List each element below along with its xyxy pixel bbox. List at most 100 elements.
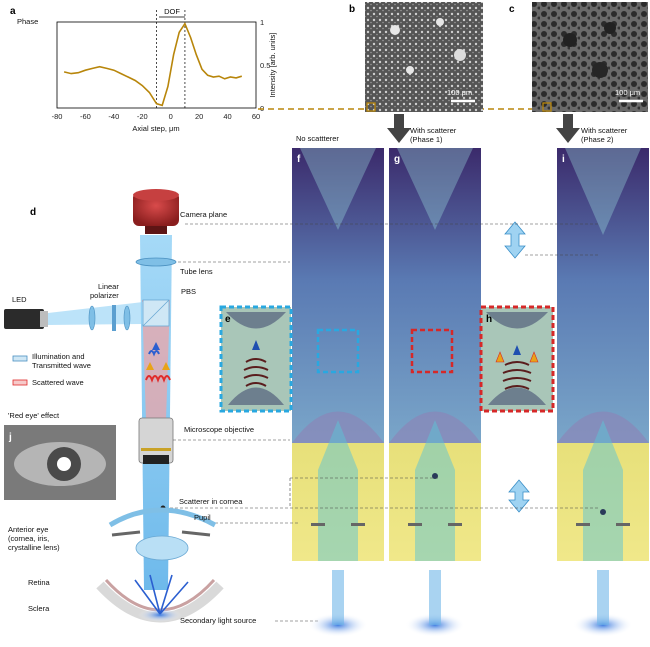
simulation-f: f [292,148,384,561]
legend-illum-1: Illumination and [32,352,85,361]
inset-h-arrow-center [513,345,521,355]
glow-beam-i [597,570,609,625]
x-tick-label: 40 [223,112,231,121]
objective-label: Microscope objective [184,425,254,434]
roi-box-c [542,102,552,112]
scatterer-dot [600,509,606,515]
x-tick-labels: -80 -60 -40 -20 0 20 40 60 [52,112,261,121]
pupil-marker [576,523,590,526]
legend-illum-2: Transmitted wave [32,361,91,370]
polarizer-label-1: Linear [98,282,119,291]
led-label: LED [12,295,27,304]
micro-droplet [406,66,414,74]
tube-lens-label: Tube lens [180,267,213,276]
panel-letter-i: i [562,154,565,165]
scatter-arrow-left [146,362,154,370]
panel-letter-c: c [509,4,515,15]
panel-letter-h: h [486,314,492,325]
objective-tip [143,455,169,464]
panel-letter-f: f [297,154,301,165]
inset-h-arrow-right [529,351,539,363]
scatterer-dot [432,473,438,479]
inset-h-bottom-lens [488,387,546,405]
panel-letter-a: a [10,6,16,17]
intensity-series-line [63,22,243,107]
panel-letter-e: e [225,314,231,325]
pupil-marker [408,523,422,526]
micro-pore [592,62,608,78]
panel-letter-b: b [349,4,355,15]
led-lens [88,305,96,331]
column-header-i-2: (Phase 2) [581,135,614,144]
inset-e-arrow [252,340,260,350]
secondary-sources [308,570,633,637]
column-header-f: No scattterer [296,134,339,143]
pupil-marker [448,523,462,526]
x-tick-label: -80 [52,112,63,121]
beam-focus-g [397,148,473,230]
legend-scattered: Scattered wave [32,378,84,387]
iris [111,530,211,537]
pupil-marker [616,523,630,526]
shift-arrow-top [504,221,526,259]
pupil-marker [351,523,365,526]
x-tick-label: -20 [137,112,148,121]
panel-letter-d: d [30,207,36,218]
polarizer-label-2: polarizer [90,291,119,300]
micro-droplet [390,25,400,35]
down-arrow-g [387,114,411,143]
simulation-g: g [389,148,481,561]
panel-j: 'Red eye' effect j [4,411,116,500]
panel-d: d Camera plane Tube lens PBS LED Linear … [4,189,290,625]
x-tick-label: -40 [108,112,119,121]
cornea [108,507,217,528]
x-tick-label: 20 [195,112,203,121]
scattered-beam [142,300,170,420]
legend-scattered-swatch [12,379,28,386]
panel-letter-g: g [394,154,400,165]
linear-polarizer [112,305,116,331]
scatterer-label: Scatterer in cornea [179,497,243,506]
beam-lower-i [583,420,623,561]
pupil-marker [311,523,325,526]
red-eye-label: 'Red eye' effect [8,411,60,420]
legend-illum-swatch [12,355,28,362]
dof-lines [156,10,186,108]
inset-h-arrow-left [495,351,505,363]
polarizer-lens [123,305,131,331]
x-axis-label: Axial step, μm [132,124,179,133]
objective-ring [141,448,171,451]
sim-field-top-f [292,148,384,443]
micro-droplet [436,18,444,26]
camera-top [133,189,179,201]
illum-wave-icon [148,350,160,357]
roi-box-b [366,102,376,112]
down-arrow-i [556,114,580,143]
beam-focus-f [300,148,376,230]
camera-mount [145,226,167,234]
column-header-g-1: With scatterer [410,126,457,135]
sim-field-top-g [389,148,481,443]
illum-arrow [152,342,160,350]
anterior-eye-label-1: Anterior eye [8,525,48,534]
y-axis-label: Intensity [arb. units] [268,32,277,97]
dof-label: DOF [164,7,180,16]
beam-lower-f [318,420,358,561]
inset-e-top-lens [226,312,286,329]
secondary-source-glow [138,608,182,622]
panel-letter-j: j [8,432,12,443]
pbs-diagonal [142,299,170,327]
simulation-i: i [557,148,649,561]
x-tick-label: 0 [169,112,173,121]
led-head [40,311,48,327]
backscatter-rays [134,574,189,615]
glow-beam-g [429,570,441,625]
x-tick-label: -60 [80,112,91,121]
retina-label: Retina [28,578,51,587]
plot-title: Phase [17,17,38,26]
x-tick-label: 60 [252,112,260,121]
led-beam [48,302,143,325]
panel-c: c 100 μm [509,2,648,112]
